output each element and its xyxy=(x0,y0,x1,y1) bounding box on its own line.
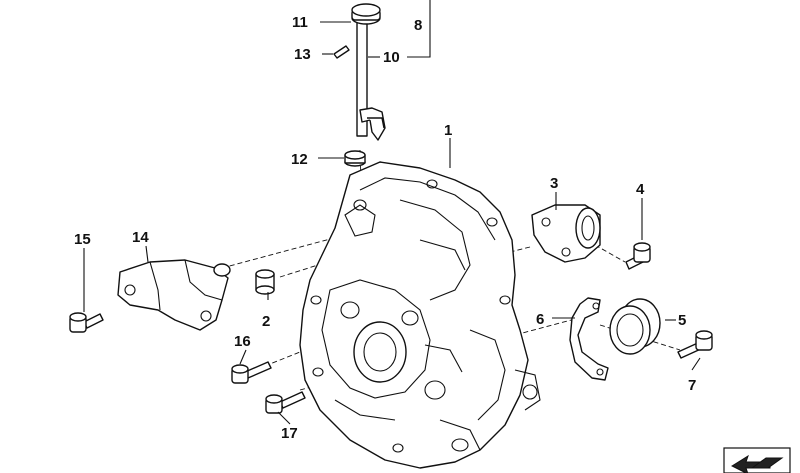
dowel-sleeve xyxy=(255,269,275,295)
callout-3: 3 xyxy=(550,175,558,192)
parts-arrow-icon[interactable] xyxy=(723,447,791,473)
callout-11: 11 xyxy=(292,14,308,31)
callout-13: 13 xyxy=(294,46,311,63)
shaft-cap xyxy=(351,3,381,25)
callout-17: 17 xyxy=(281,425,298,442)
bolt-17 xyxy=(265,391,306,414)
callout-16: 16 xyxy=(234,333,251,350)
callout-15: 15 xyxy=(74,231,91,248)
bolt-15 xyxy=(69,312,104,333)
mounting-bracket xyxy=(117,259,231,331)
callout-2: 2 xyxy=(262,313,270,330)
retaining-plate xyxy=(569,297,609,381)
roll-pin xyxy=(333,45,350,59)
callout-6: 6 xyxy=(536,311,544,328)
callout-7: 7 xyxy=(688,377,696,394)
callout-labels: 1 2 3 4 5 6 7 8 10 11 12 13 14 15 16 17 xyxy=(74,14,696,442)
flange-bolt xyxy=(625,242,651,270)
flange-cover xyxy=(531,204,601,263)
callout-14: 14 xyxy=(132,229,149,246)
callout-10: 10 xyxy=(383,49,400,66)
radial-seal xyxy=(609,298,661,355)
bolt-7 xyxy=(677,330,713,359)
bolt-16 xyxy=(231,361,272,384)
shift-shaft xyxy=(356,17,386,141)
leader-lines xyxy=(83,0,701,425)
callout-1: 1 xyxy=(444,122,452,139)
callout-12: 12 xyxy=(291,151,308,168)
callout-8: 8 xyxy=(414,17,422,34)
shaft-seal xyxy=(344,150,366,167)
callout-4: 4 xyxy=(636,181,645,198)
callout-5: 5 xyxy=(678,312,686,329)
transmission-housing xyxy=(299,161,541,469)
